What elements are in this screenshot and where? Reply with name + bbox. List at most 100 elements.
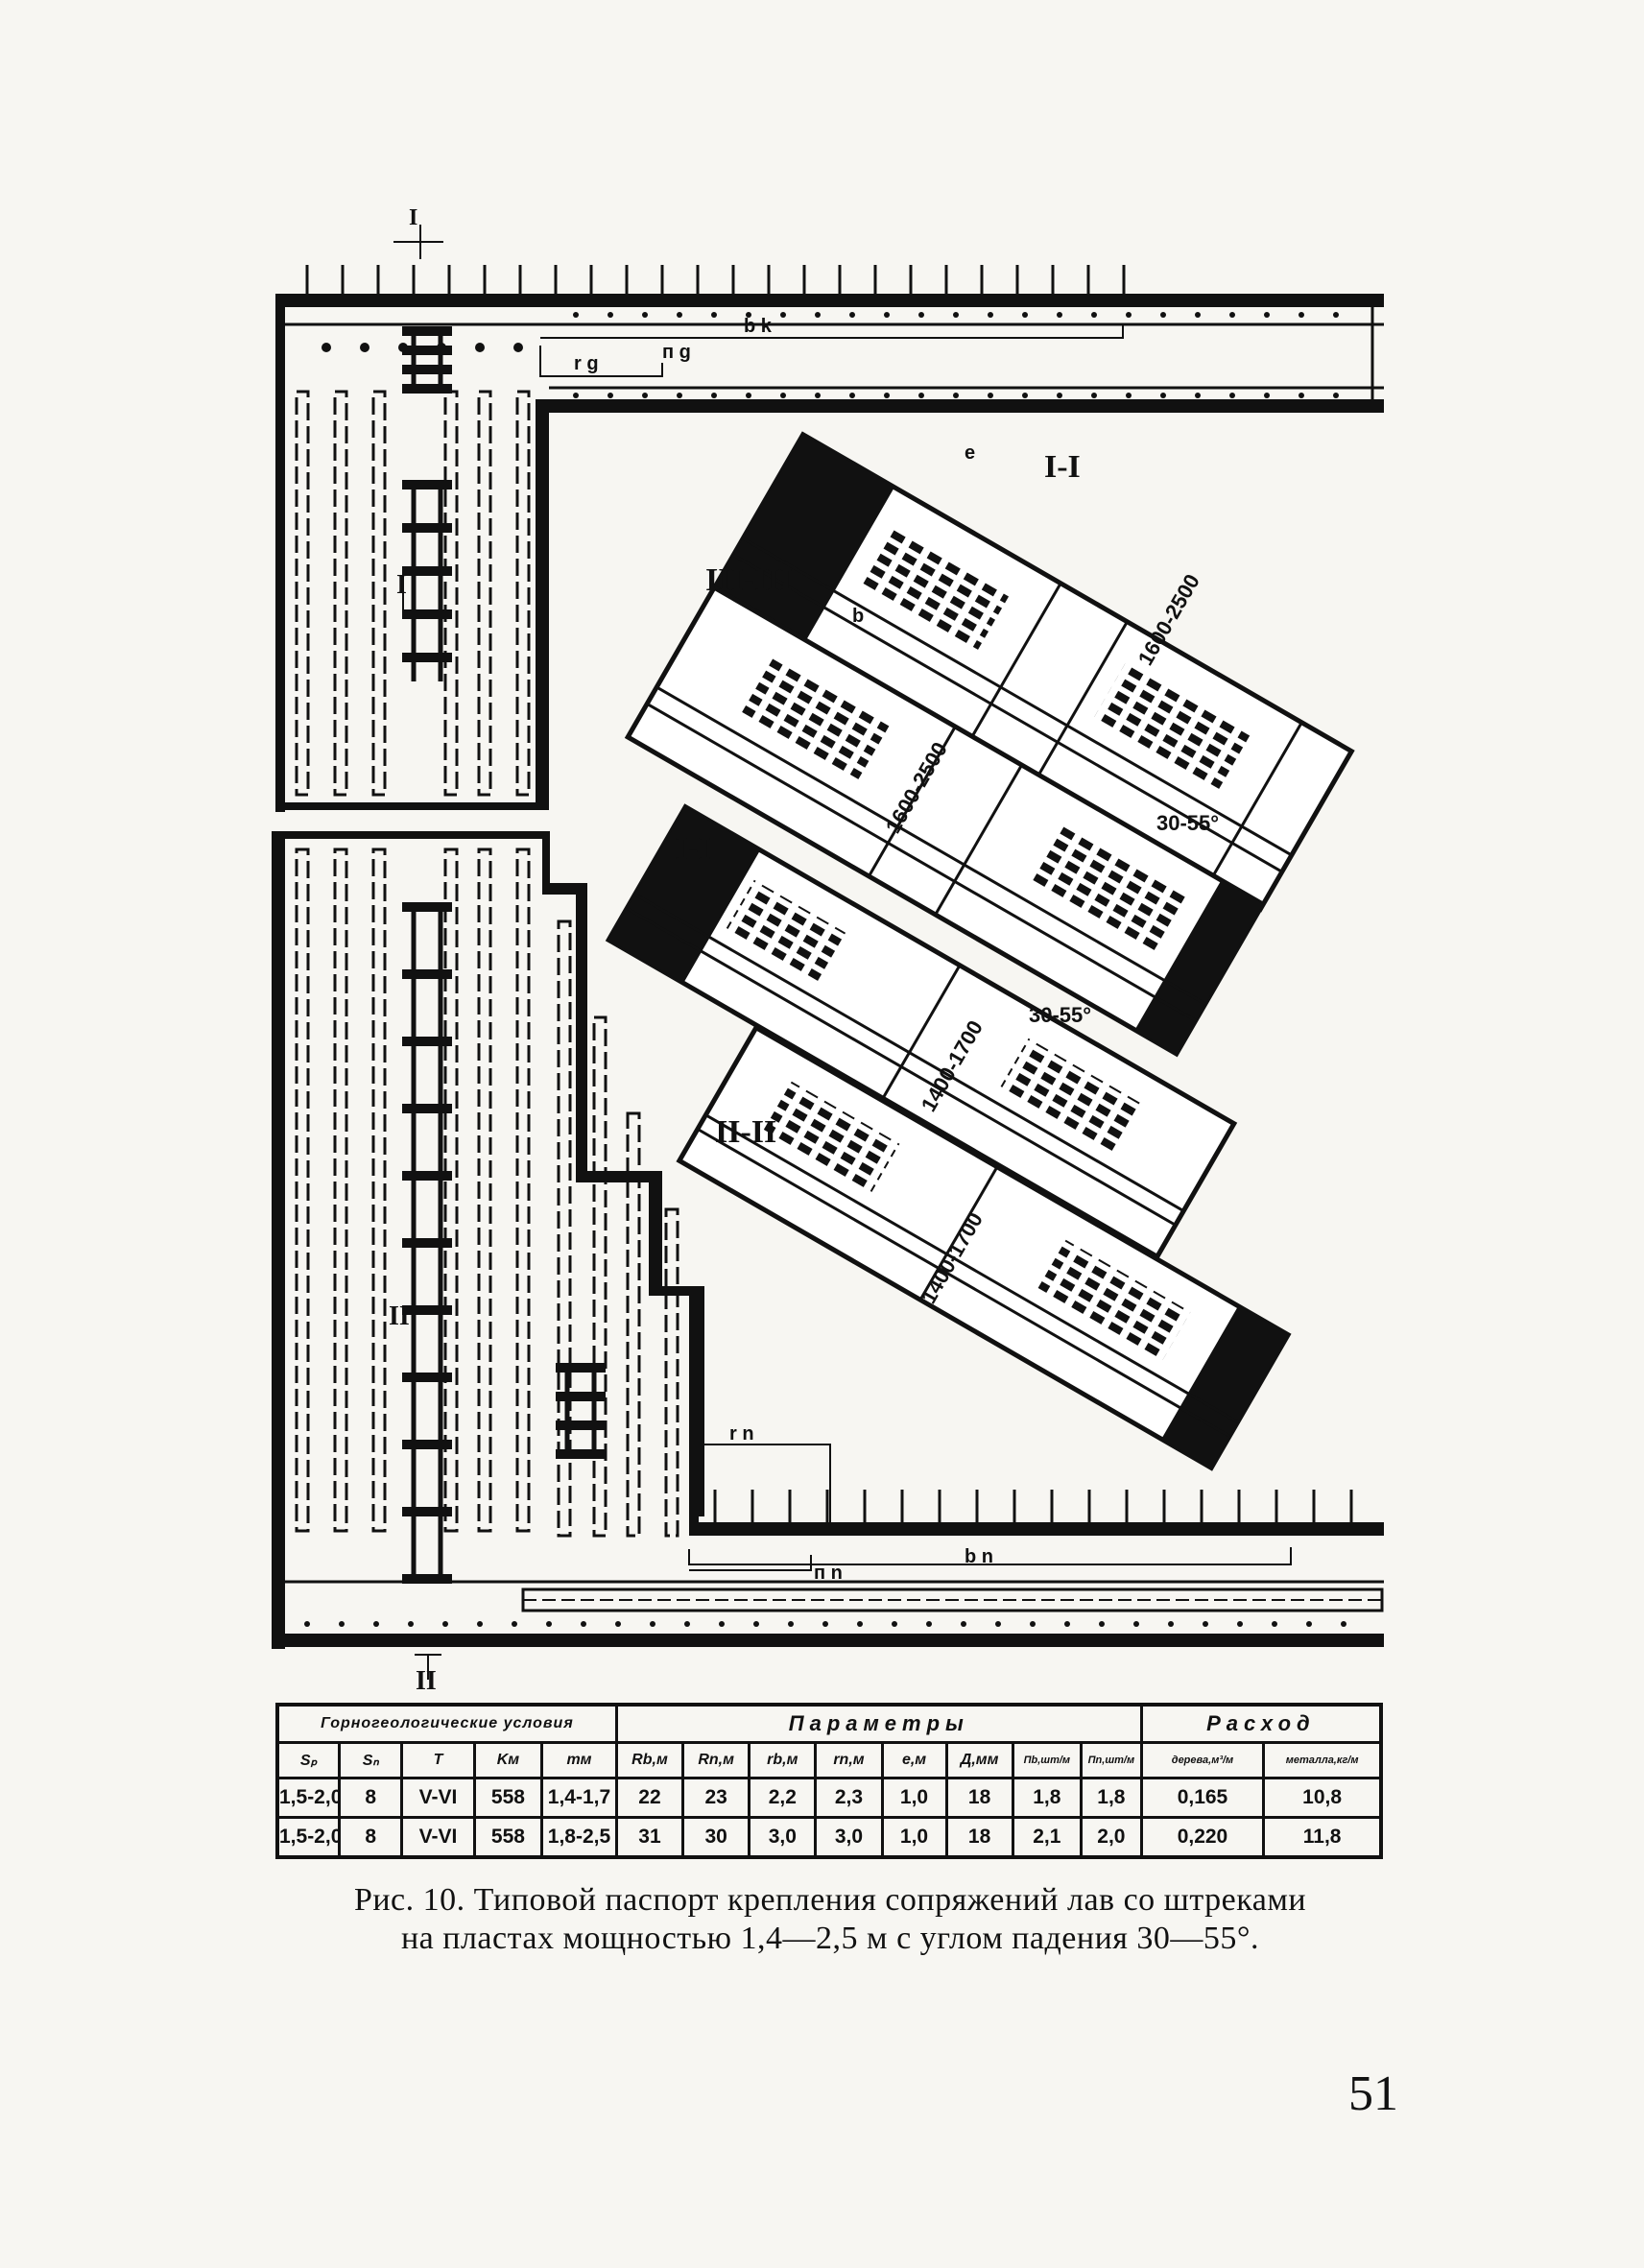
dot-mark: [1022, 393, 1028, 398]
dim-label-e: e: [965, 442, 975, 464]
col-header-d: Д,мм: [944, 1741, 1014, 1779]
col-header-rb: Rb,м: [614, 1741, 685, 1779]
dot-mark: [475, 343, 485, 352]
table-cell: 2,2: [748, 1777, 818, 1819]
dot-mark: [1057, 312, 1062, 318]
dot-mark: [1091, 312, 1097, 318]
dot-mark: [1203, 1621, 1208, 1627]
col-header-m: mм: [540, 1741, 618, 1779]
dot-mark: [918, 393, 924, 398]
table-cell: 30: [681, 1816, 751, 1859]
chock: [402, 523, 452, 533]
chock: [402, 480, 452, 489]
section-view-3-3: [624, 584, 1267, 1058]
table-cell: 1,8-2,5: [540, 1816, 618, 1859]
rail: [664, 1207, 679, 1538]
chock: [402, 969, 452, 979]
table-cell: 11,8: [1262, 1816, 1383, 1859]
dot-mark: [1299, 393, 1304, 398]
dot-mark: [642, 393, 648, 398]
dim-label-bn: b n: [965, 1546, 993, 1567]
rail: [557, 919, 572, 1538]
marker-left-upper: I: [396, 570, 407, 600]
chock: [402, 1037, 452, 1046]
rail: [371, 390, 387, 797]
dot-mark: [1030, 1621, 1036, 1627]
table-cell: 1,8: [1080, 1777, 1143, 1819]
dot-mark: [442, 1621, 448, 1627]
dot-mark: [1229, 312, 1235, 318]
dot-mark: [1099, 1621, 1105, 1627]
dot-mark: [581, 1621, 586, 1627]
dot-mark: [1237, 1621, 1243, 1627]
table-cell: V-VI: [400, 1777, 476, 1819]
dot-mark: [1333, 393, 1339, 398]
table-cell: 18: [944, 1816, 1014, 1859]
chock: [402, 384, 452, 394]
table-cell: 3,0: [748, 1816, 818, 1859]
table-cell: 23: [681, 1777, 751, 1819]
dot-mark: [642, 312, 648, 318]
chock: [402, 902, 452, 912]
dot-mark: [1306, 1621, 1312, 1627]
chock: [402, 365, 452, 374]
chock: [402, 1507, 452, 1516]
section-view-1-1-lower: [605, 803, 1238, 1260]
dot-mark: [1299, 312, 1304, 318]
chock: [402, 1574, 452, 1584]
rail: [295, 848, 310, 1533]
dot-mark: [918, 312, 924, 318]
dot-mark: [849, 312, 855, 318]
rail: [443, 390, 459, 797]
dot-mark: [1333, 312, 1339, 318]
table-cell: 558: [472, 1777, 544, 1819]
dot-mark: [1022, 312, 1028, 318]
table-row: 1,5-2,0 8 V-VI 558 1,4-1,7 22 23 2,2 2,3…: [275, 1777, 1383, 1819]
dim-label-rn: r n: [729, 1423, 754, 1444]
section-label-2-2: II-II: [715, 1114, 776, 1150]
dot-mark: [1126, 312, 1132, 318]
dot-mark: [719, 1621, 725, 1627]
dot-mark: [1229, 393, 1235, 398]
chock: [402, 609, 452, 619]
dim-label-pn: п n: [814, 1563, 843, 1584]
dot-mark: [815, 312, 821, 318]
section-view-2-2: [676, 1024, 1292, 1471]
rail: [477, 848, 492, 1533]
col-header-k: Kм: [472, 1741, 544, 1779]
table-cell: 558: [472, 1816, 544, 1859]
marker-top: I: [409, 205, 417, 230]
group-header-params: Параметры: [614, 1703, 1143, 1744]
marker-bottom: II: [416, 1666, 437, 1696]
table-cell: V-VI: [400, 1816, 476, 1859]
rail: [515, 390, 531, 797]
chock: [402, 346, 452, 355]
dim-label-rg: r g: [574, 353, 599, 374]
dim-label-b: b: [852, 606, 864, 627]
dot-mark: [711, 312, 717, 318]
dot-mark: [573, 393, 579, 398]
rail: [333, 848, 348, 1533]
col-header-rn: Rn,м: [681, 1741, 751, 1779]
parameters-table: Горногеологические условия Параметры Рас…: [275, 1703, 1383, 1859]
dot-mark: [1091, 393, 1097, 398]
dot-mark: [1133, 1621, 1139, 1627]
dot-mark: [1160, 312, 1166, 318]
chock: [556, 1392, 606, 1401]
table-cell: 3,0: [814, 1816, 884, 1859]
table-cell: 22: [614, 1777, 685, 1819]
col-header-sn: Sₙ: [338, 1741, 404, 1779]
dot-mark: [884, 393, 890, 398]
dot-mark: [788, 1621, 794, 1627]
dot-mark: [573, 312, 579, 318]
rail: [333, 390, 348, 797]
dot-mark: [857, 1621, 863, 1627]
dot-mark: [1168, 1621, 1174, 1627]
dot-mark: [677, 393, 682, 398]
dimension-lines: [393, 225, 1292, 1680]
table-cell: 1,4-1,7: [540, 1777, 618, 1819]
caption-line-1: Рис. 10. Типовой паспорт крепления сопря…: [353, 1882, 1307, 1918]
table-cell: 2,0: [1080, 1816, 1143, 1859]
dot-mark: [615, 1621, 621, 1627]
col-header-rn-small: rn,м: [814, 1741, 884, 1779]
